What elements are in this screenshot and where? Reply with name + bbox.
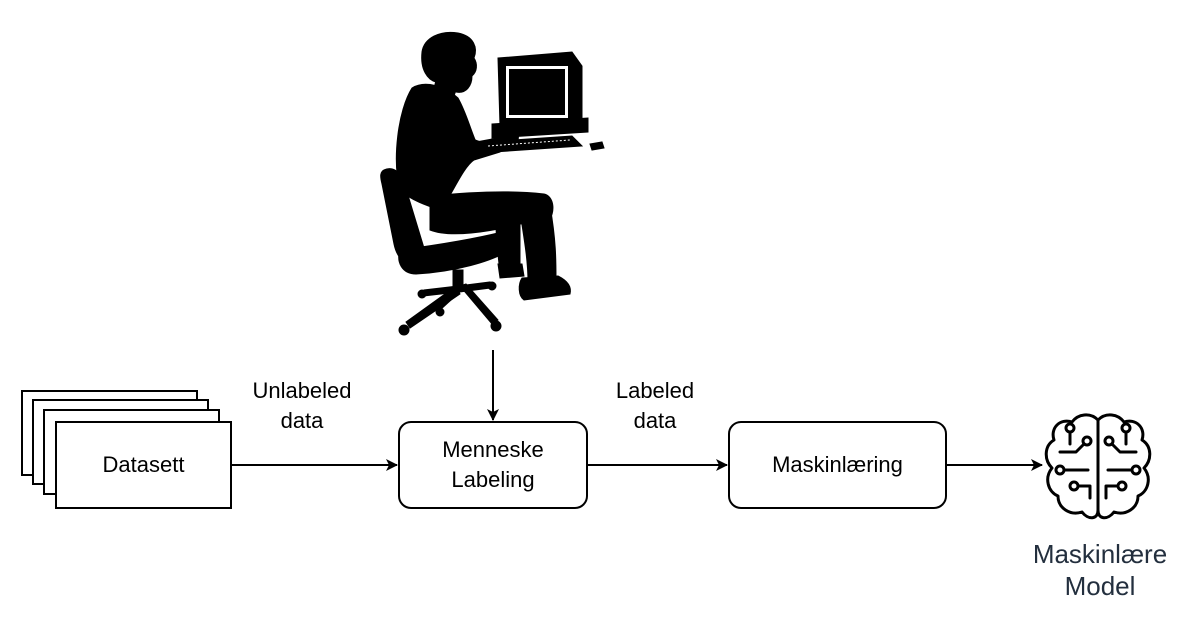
human-labeling-line1: Menneske (442, 437, 544, 462)
ml-brain-icon (1044, 413, 1152, 520)
human-labeling-line2: Labeling (451, 467, 535, 492)
edge-label-unlabeled-line1: Unlabeled (252, 378, 352, 403)
model-label-line1: Maskinlære (1032, 539, 1168, 569)
edge-label-labeled-line2: data (633, 408, 677, 433)
edge-label-unlabeled-line2: data (280, 408, 324, 433)
ml-label-text: Maskinlæring (772, 452, 903, 477)
model-label-line2: Model (1064, 571, 1136, 601)
edge-label-labeled-line1: Labeled (615, 378, 695, 403)
human-labeling-label: Menneske Labeling (399, 422, 587, 508)
dataset-label: Datasett (56, 422, 231, 508)
ml-label: Maskinlæring (729, 422, 946, 508)
model-label: Maskinlære Model (1010, 538, 1190, 602)
dataset-stack (21, 390, 232, 509)
edge-label-unlabeled: Unlabeled data (232, 376, 372, 436)
person-at-computer-icon (380, 31, 605, 336)
dataset-label-text: Datasett (102, 452, 185, 477)
edge-label-labeled: Labeled data (590, 376, 720, 436)
